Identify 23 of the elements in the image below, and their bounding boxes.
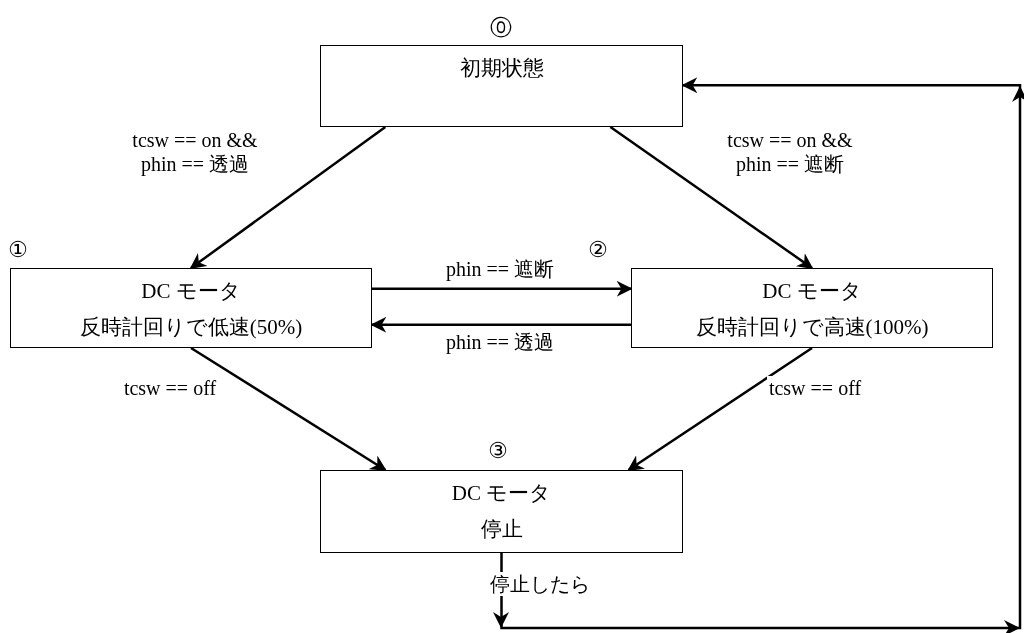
arrow xyxy=(189,126,387,269)
state-number: ② xyxy=(588,237,608,263)
arrow xyxy=(627,346,813,472)
state-number: ① xyxy=(8,237,28,263)
state-number: ⓪ xyxy=(490,15,512,41)
state-number: ③ xyxy=(488,438,508,464)
arrow xyxy=(190,346,387,472)
state-text: 初期状態 xyxy=(459,55,544,82)
state-text: DC モータ xyxy=(762,278,862,305)
arrow xyxy=(609,125,814,270)
arrow xyxy=(370,316,631,333)
arrow xyxy=(493,77,1024,633)
state-box xyxy=(320,470,683,553)
state-text: DC モータ xyxy=(451,480,552,507)
edge-label: phin == 遮断 xyxy=(443,257,557,281)
state-text: 反時計回りで高速(100%) xyxy=(695,314,929,341)
state-text: 反時計回りで低速(50%) xyxy=(79,314,303,341)
state-text: DC モータ xyxy=(141,278,241,305)
state-box xyxy=(631,268,993,348)
state-box xyxy=(320,45,683,127)
state-box xyxy=(10,268,372,348)
state-text: 停止 xyxy=(480,516,523,543)
arrow xyxy=(372,280,633,297)
